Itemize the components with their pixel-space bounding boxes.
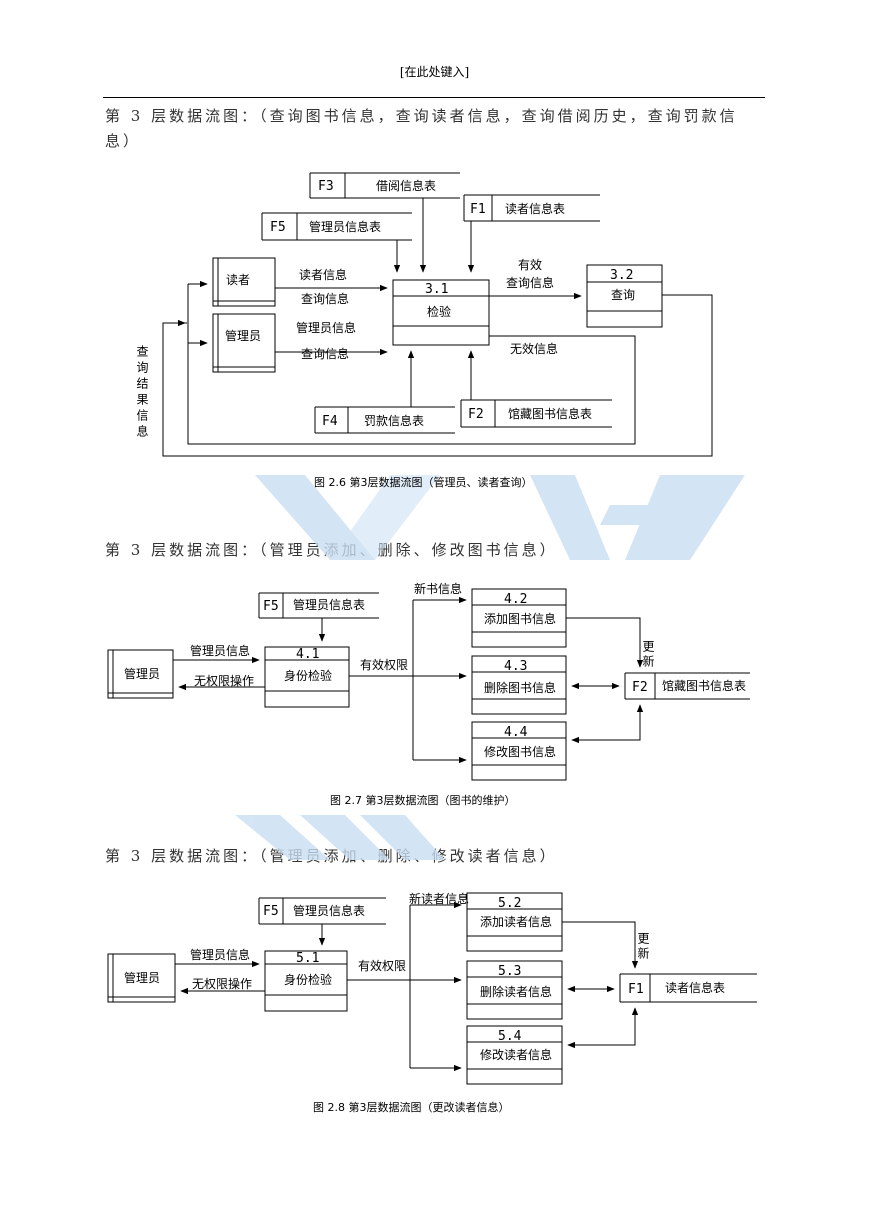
store-id: F1 [470, 202, 486, 217]
process-num: 3.2 [610, 268, 633, 283]
process-name: 修改图书信息 [484, 744, 556, 759]
process-name: 身份检验 [284, 972, 332, 987]
store-name: 读者信息表 [505, 201, 565, 216]
flow-label: 管理员信息 [190, 947, 250, 962]
process-name: 添加读者信息 [480, 914, 552, 929]
store-name: 馆藏图书信息表 [662, 678, 746, 693]
store-id: F3 [318, 179, 334, 194]
process-name: 修改读者信息 [480, 1047, 552, 1062]
flow-label-vertical: 更新 [636, 932, 650, 962]
store-name: 读者信息表 [665, 980, 725, 995]
entity-admin: 管理员 [124, 666, 160, 681]
store-id: F1 [628, 982, 644, 997]
flow-label: 读者信息 [299, 267, 347, 282]
process-num: 5.1 [296, 951, 319, 966]
flow-label: 有效 [518, 257, 542, 272]
flow-label: 无权限操作 [194, 673, 254, 688]
entity-admin: 管理员 [225, 328, 261, 343]
store-id: F5 [263, 904, 279, 919]
store-id: F4 [322, 414, 338, 429]
process-num: 4.4 [504, 725, 528, 740]
flow-label: 管理员信息 [190, 643, 250, 658]
flow-label: 无权限操作 [192, 976, 252, 991]
store-name: 管理员信息表 [293, 597, 365, 612]
page-header: [在此处键入] [399, 65, 470, 79]
store-name: 借阅信息表 [376, 178, 436, 193]
process-name: 检验 [427, 304, 451, 319]
watermark [235, 475, 745, 860]
entity-admin: 管理员 [124, 970, 160, 985]
entity-reader: 读者 [226, 273, 250, 287]
flow-label: 查询信息 [506, 275, 554, 290]
figure-caption: 图 2.8 第3层数据流图（更改读者信息） [313, 1100, 509, 1114]
flow-label: 有效权限 [360, 657, 408, 672]
process-name: 删除读者信息 [480, 984, 552, 999]
dfd-query [162, 172, 713, 457]
flow-label: 有效权限 [358, 958, 406, 973]
figure-caption: 图 2.6 第3层数据流图（管理员、读者查询） [314, 475, 532, 489]
section-title-3: 第 3 层数据流图：（管理员添加、删除、修改读者信息） [105, 847, 558, 865]
process-num: 4.3 [504, 659, 527, 674]
store-id: F5 [270, 220, 286, 235]
store-name: 馆藏图书信息表 [508, 406, 592, 421]
flow-label: 无效信息 [510, 341, 558, 356]
flow-label-vertical: 查询结果信息 [135, 345, 149, 441]
flow-label: 新读者信息 [409, 891, 469, 906]
process-num: 4.1 [296, 647, 319, 662]
flow-label: 新书信息 [414, 581, 462, 596]
process-num: 5.4 [498, 1029, 522, 1044]
store-id: F2 [632, 680, 648, 695]
process-num: 4.2 [504, 592, 527, 607]
process-name: 添加图书信息 [484, 611, 556, 626]
dfd-reader-maintenance [107, 892, 757, 1085]
flow-label: 管理员信息 [296, 320, 356, 335]
store-name: 管理员信息表 [293, 903, 365, 918]
process-name: 查询 [611, 288, 635, 302]
store-name: 罚款信息表 [364, 413, 424, 428]
dfd-book-maintenance [107, 588, 750, 781]
figure-caption: 图 2.7 第3层数据流图（图书的维护） [330, 793, 515, 807]
process-name: 身份检验 [284, 668, 332, 683]
process-num: 5.3 [498, 964, 521, 979]
dfd-query-text: F3 借阅信息表 F1 读者信息表 F5 管理员信息表 读者 管理员 3.1 检… [135, 178, 635, 489]
flow-label: 查询信息 [301, 346, 349, 361]
store-id: F2 [468, 407, 484, 422]
flow-label-vertical: 更新 [641, 640, 655, 670]
section-title-1: 第 3 层数据流图：（查询图书信息，查询读者信息，查询借阅历史，查询罚款信息） [105, 107, 738, 150]
store-id: F5 [263, 599, 279, 614]
flow-label: 查询信息 [301, 291, 349, 306]
process-num: 3.1 [425, 282, 448, 297]
process-name: 删除图书信息 [484, 680, 556, 695]
header-rule [103, 97, 765, 98]
process-num: 5.2 [498, 896, 521, 911]
store-name: 管理员信息表 [309, 219, 381, 234]
dfd-book-maintenance-text: F5 管理员信息表 管理员 4.1 身份检验 4.2 添加图书信息 4.3 删除… [124, 581, 746, 807]
dfd-reader-maintenance-text: F5 管理员信息表 管理员 5.1 身份检验 5.2 添加读者信息 5.3 删除… [124, 891, 725, 1114]
